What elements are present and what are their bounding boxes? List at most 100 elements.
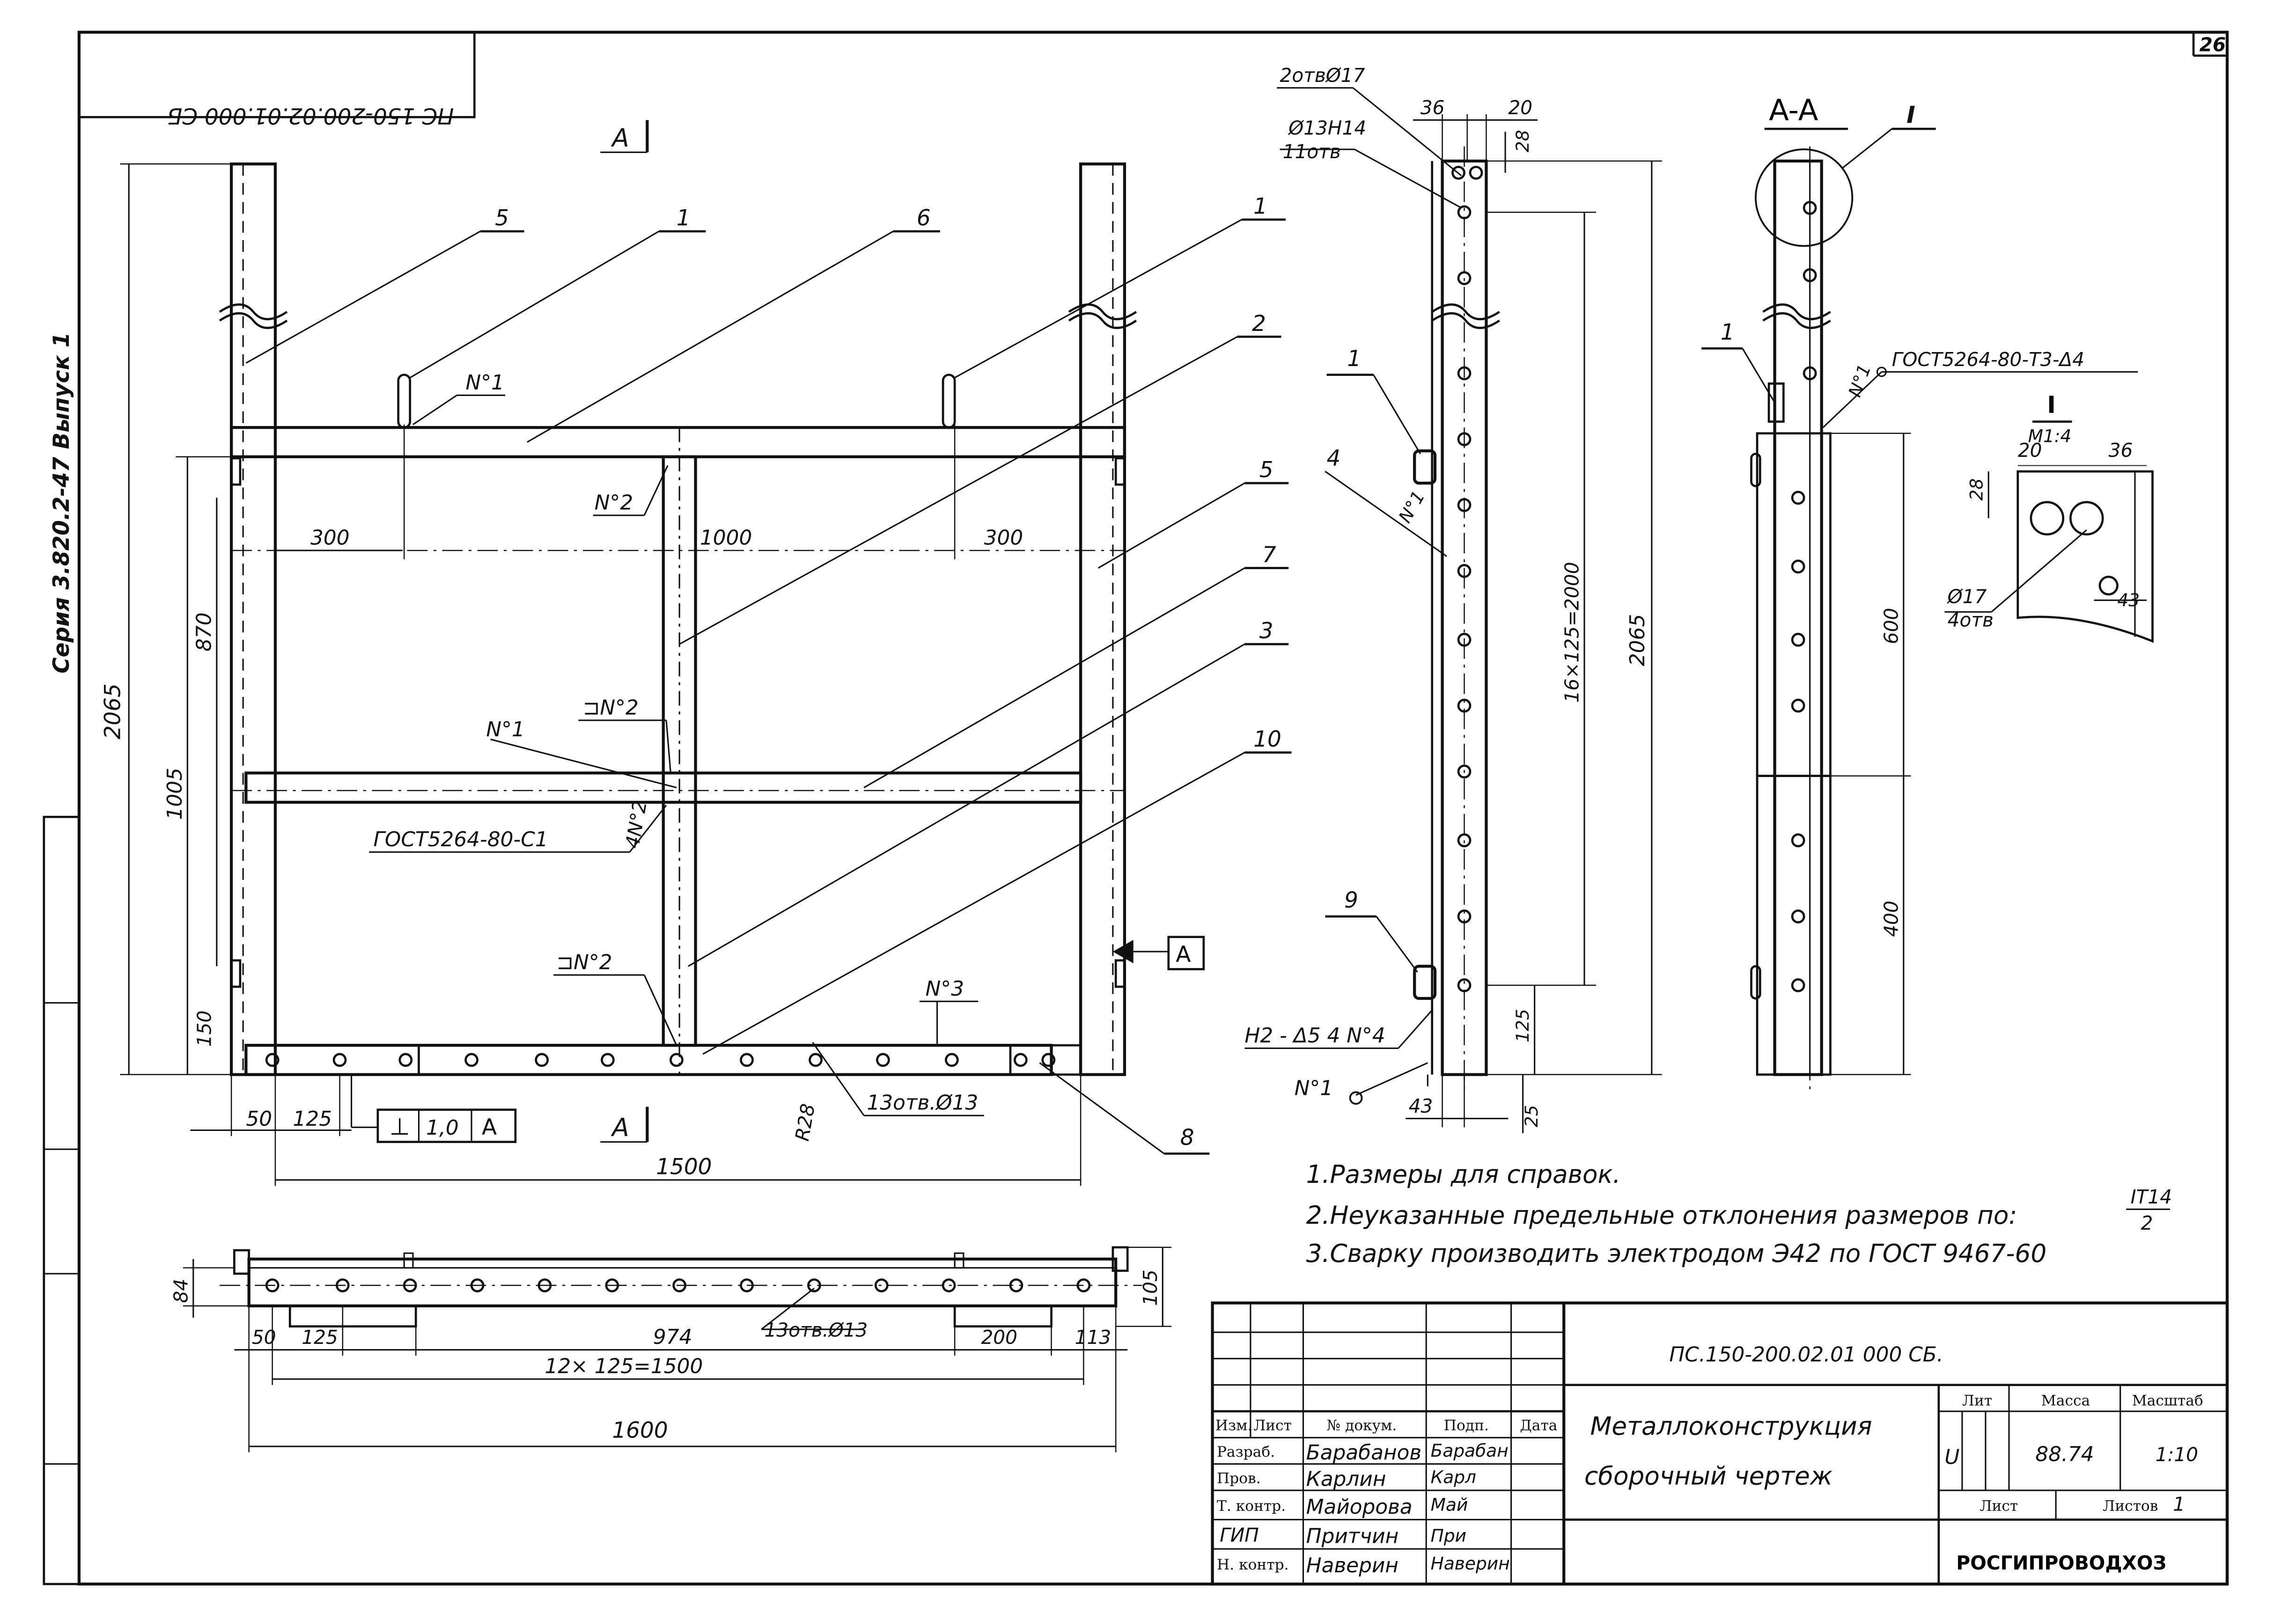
dim-870: 870 [192,612,216,652]
sheet-frame: 26 Серия 3.820.2-47 Выпуск 1 ПС 150-200.… [43,30,2229,1586]
weld-4n2: 4N°2 [621,799,651,850]
plan-holes [265,1278,1091,1292]
tb-sheets-label: Листов [2103,1498,2158,1515]
dim-150: 150 [193,1011,215,1047]
tb-hdr-sign: Подп. [1444,1417,1489,1434]
holes-11: 11отв [1283,140,1341,163]
detail-i-dim-36: 36 [2109,439,2133,462]
detail-i-marker: I [1906,102,1915,129]
side-holes [1451,166,1483,992]
radius-r28: R28 [791,1102,819,1143]
tb-sign-5: Наверин [1431,1553,1510,1574]
dim-1000: 1000 [700,526,752,550]
side-dim-125: 125 [1512,1009,1533,1042]
mirrored-drawing-code: ПС 150-200.02.01.000 СБ [167,103,454,128]
side-weld-h2: Н2 - Δ5 4 N°4 [1244,1024,1385,1048]
holes-2-d17: 2отвØ17 [1280,64,1365,87]
weld-box-n2-center: ⊐N°2 [583,696,639,719]
pos-1-right: 1 [1253,194,1267,220]
detail-i-dim-20: 20 [2018,439,2042,462]
section-mark-bottom: A [611,1113,629,1142]
plan-dim-113: 113 [1075,1326,1111,1349]
weld-n1-top: N°1 [466,371,504,395]
side-weld-n1-bottom: N°1 [1295,1076,1333,1100]
dim-125: 125 [293,1107,332,1131]
tb-role-4: ГИП [1220,1524,1259,1546]
tb-name-4: Притчин [1306,1525,1399,1548]
tb-mass-value: 88.74 [2035,1442,2094,1466]
tb-role-3: Т. контр. [1217,1498,1286,1515]
note-2-fraction-den: 2 [2141,1212,2153,1234]
tb-sheet-label: Лист [1980,1498,2018,1515]
detail-i-dim-28: 28 [1966,478,1987,501]
datum-marker-a: A [1176,942,1191,968]
notes: 1.Размеры для справок. 2.Неуказанные пре… [1306,1160,2172,1268]
tb-lit-value: U [1944,1445,1959,1469]
side-pos-1: 1 [1347,346,1361,372]
dim-300-left: 300 [310,526,350,550]
pos-1-left: 1 [677,205,691,231]
pos-3: 3 [1259,618,1273,644]
pos-6: 6 [917,205,931,231]
tb-sign-3: Май [1431,1495,1468,1515]
weld-n3: N°3 [926,977,964,1001]
series-label: Серия 3.820.2-47 Выпуск 1 [49,332,74,674]
section-aa: A-A I 600 400 [1701,93,2138,1089]
pos-8: 8 [1180,1125,1194,1151]
tolerance-symbol: ⊥ [390,1113,410,1140]
side-dim-43: 43 [1409,1095,1433,1117]
dim-300-right: 300 [984,526,1023,550]
weld-box-n2-bottom: ⊐N°2 [556,950,612,974]
side-dim-36: 36 [1420,96,1445,119]
dim-1500: 1500 [656,1154,712,1180]
tb-name-2: Карлин [1306,1467,1386,1491]
main-front-view: 2065 1005 870 150 300 1000 300 50 125 15… [100,120,1292,1186]
side-total-dim: 2065 [1626,614,1649,666]
bottom-strip-holes [265,1053,1056,1067]
side-dim-25: 25 [1521,1105,1542,1128]
detail-i-scale: M1:4 [2028,426,2072,447]
tb-name-line2: сборочный чертеж [1584,1461,1832,1490]
tb-role-5: Н. контр. [1217,1556,1289,1573]
aa-holes [1791,201,1817,992]
aa-dim-600: 600 [1880,608,1902,645]
note-1: 1.Размеры для справок. [1306,1160,1621,1189]
side-pos-9: 9 [1344,887,1358,913]
tolerance-value: 1,0 [426,1116,459,1140]
plan-dim-105: 105 [1139,1269,1162,1306]
weld-n2-center: N°2 [595,491,633,514]
tb-sign-1: Барабан [1431,1440,1509,1461]
aa-weld-n1: N°1 [1844,361,1875,399]
tb-sheets-value: 1 [2173,1493,2185,1516]
side-weld-n1: N°1 [1394,487,1428,526]
tb-scale-header: Масштаб [2132,1393,2203,1409]
aa-dim-400: 400 [1880,901,1902,937]
tb-sign-2: Карл [1431,1467,1476,1487]
note-2-fraction-num: IT14 [2131,1186,2172,1208]
sheet-number: 26 [2200,33,2226,56]
tb-name-3: Майорова [1306,1495,1413,1519]
section-mark-top: A [611,124,629,153]
dim-1005: 1005 [163,768,187,820]
plan-dim-125: 125 [302,1326,338,1349]
tb-name-line1: Металлоконструкция [1590,1412,1872,1441]
side-dim-28: 28 [1512,130,1533,153]
aa-pos-1: 1 [1721,320,1735,345]
side-view: 36 20 28 16×125=2000 2065 125 43 25 2отв… [1244,64,1662,1133]
tb-hdr-date: Дата [1520,1417,1557,1434]
pos-5-top: 5 [495,205,509,231]
detail-i: I M1:4 20 36 28 Ø17 4отв 43 [1944,391,2154,643]
tb-scale-value: 1:10 [2156,1443,2198,1466]
detail-i-dim-43: 43 [2117,590,2140,610]
plan-dim-974: 974 [653,1325,692,1349]
note-2: 2.Неуказанные предельные отклонения разм… [1306,1201,2017,1230]
side-pitch-dim: 16×125=2000 [1561,562,1583,703]
tb-code: ПС.150-200.02.01 000 СБ. [1669,1343,1943,1367]
pos-5-right: 5 [1259,457,1273,483]
dim-2065: 2065 [100,683,125,739]
tb-mass-header: Масса [2041,1393,2090,1409]
tb-hdr-izm: Изм. [1215,1417,1252,1434]
tolerance-datum: A [482,1115,497,1140]
tb-hdr-list: Лист [1253,1417,1292,1434]
